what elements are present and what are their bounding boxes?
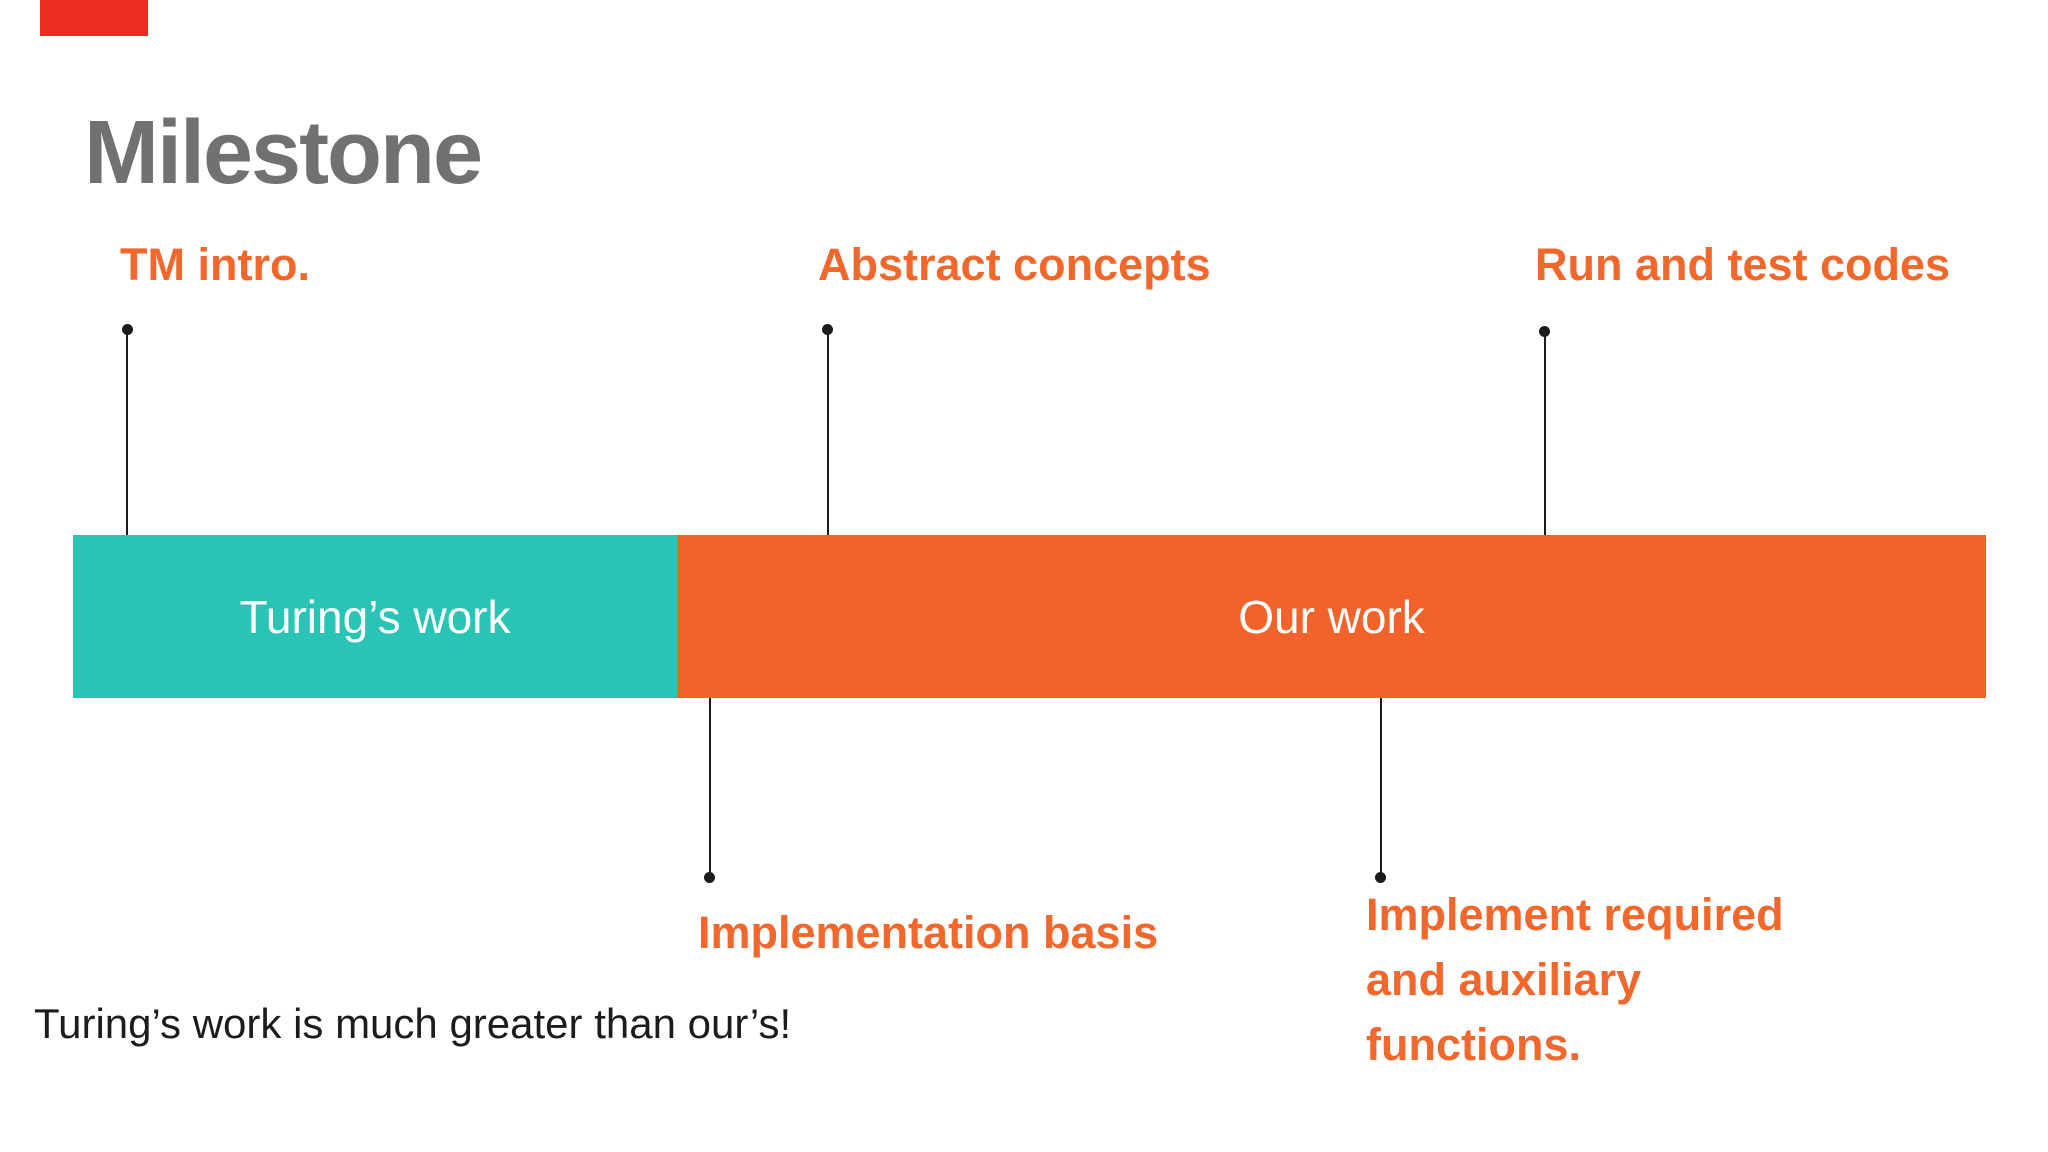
milestone-label-tm-intro: TM intro. [120, 239, 310, 290]
segment-label: Our work [1238, 590, 1425, 643]
milestone-label-implement-required: Implement required and auxiliary functio… [1366, 882, 1886, 1077]
milestone-label-abstract-concepts: Abstract concepts [818, 239, 1211, 290]
callout-line [1380, 698, 1382, 874]
timeline-segment-our-work: Our work [677, 535, 1986, 698]
page-title: Milestone [84, 103, 483, 203]
timeline-segment-turings-work: Turing’s work [73, 535, 677, 698]
footnote-text: Turing’s work is much greater than our’s… [34, 1000, 792, 1047]
callout-line [126, 332, 128, 535]
milestone-label-line: functions. [1366, 1019, 1581, 1070]
callout-dot [704, 872, 715, 883]
callout-line [827, 332, 829, 535]
milestone-label-line: and auxiliary [1366, 954, 1642, 1005]
callout-line [709, 698, 711, 874]
segment-label: Turing’s work [239, 590, 511, 643]
callout-line [1544, 334, 1546, 535]
milestone-label-line: Implement required [1366, 889, 1784, 940]
callout-dot [122, 324, 133, 335]
callout-dot [1375, 872, 1386, 883]
milestone-label-run-test-codes: Run and test codes [1535, 239, 1951, 290]
milestone-label-implementation-basis: Implementation basis [698, 907, 1159, 958]
red-flag [40, 0, 148, 36]
callout-dot [1539, 326, 1550, 337]
callout-dot [822, 324, 833, 335]
